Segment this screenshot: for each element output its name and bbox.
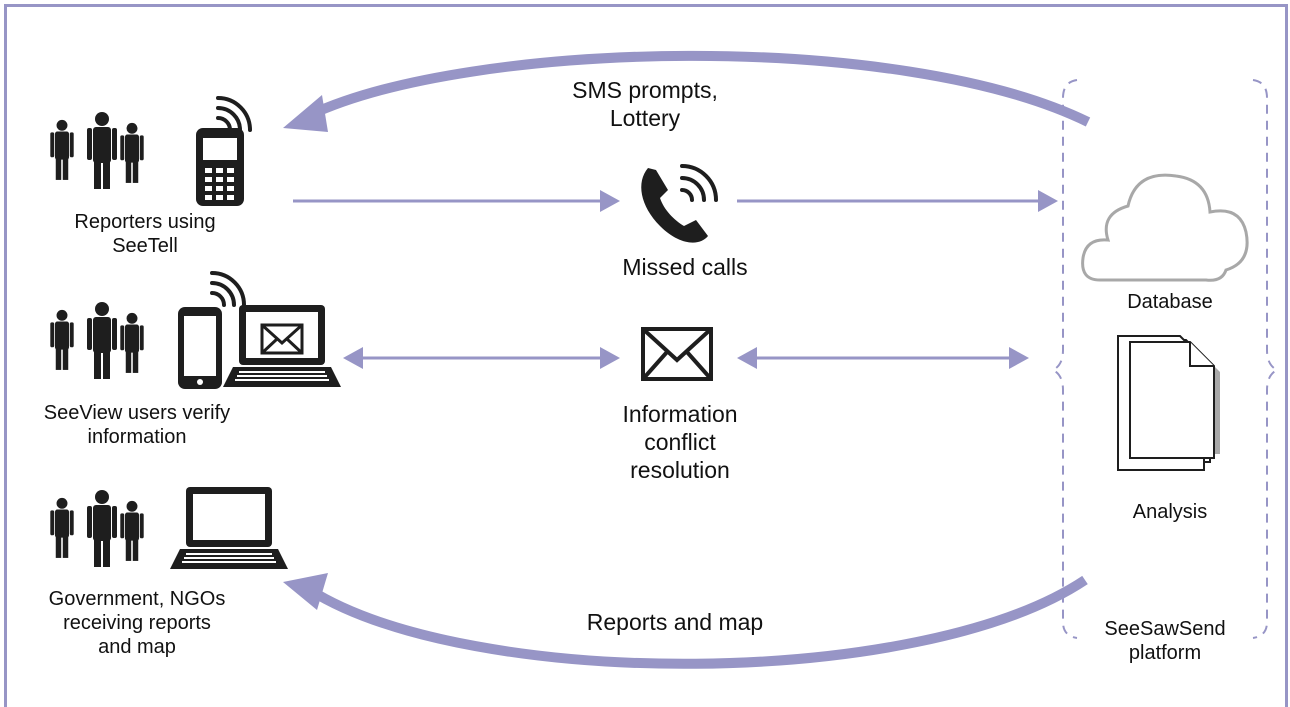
platform-name-line1: SeeSawSend (1104, 618, 1226, 640)
reporters-label: Reporters using SeeTell (40, 210, 250, 258)
information-conflict-label: Information conflict resolution (580, 400, 780, 484)
arrowhead-left-seeview (343, 347, 363, 369)
bottom-arrowhead (283, 573, 328, 610)
arrowhead-to-database (1038, 190, 1058, 212)
government-label: Government, NGOs receiving reports and m… (22, 587, 252, 659)
government-line1: Government, NGOs (48, 588, 226, 610)
cloud-icon (1081, 173, 1249, 282)
government-people-icon (50, 490, 143, 567)
mobile-phone-icon (196, 96, 252, 206)
sms-prompts-line2: Lottery (609, 105, 681, 131)
arrowhead-left-envelope (737, 347, 757, 369)
arrowhead-right-envelope (600, 347, 620, 369)
missed-calls-label: Missed calls (622, 254, 748, 280)
sms-prompts-label: SMS prompts, Lottery (540, 76, 750, 132)
database-label: Database (1127, 291, 1213, 313)
platform-brace (1050, 79, 1280, 639)
seeview-people-icon (50, 302, 143, 379)
seeview-line1: SeeView users verify (43, 402, 231, 424)
government-laptop-icon (170, 487, 288, 569)
arrowhead-right-platform (1009, 347, 1029, 369)
reports-and-map-label: Reports and map (586, 609, 764, 635)
seeview-wifi-icon (210, 271, 246, 307)
envelope-icon (641, 327, 713, 381)
seeview-label: SeeView users verify information (22, 401, 252, 449)
information-line3: resolution (630, 457, 730, 483)
information-line1: Information (622, 401, 738, 427)
phone-receiver-icon (641, 164, 718, 243)
information-line2: conflict (644, 429, 716, 455)
seeview-laptop-icon (223, 305, 341, 387)
government-line3: and map (98, 636, 176, 658)
reporters-people-icon (50, 112, 143, 189)
platform-name-line2: platform (1128, 642, 1202, 664)
government-line2: receiving reports (63, 612, 211, 634)
seeview-line2: information (87, 426, 187, 448)
sms-prompts-line1: SMS prompts, (572, 77, 718, 103)
tablet-icon (178, 307, 222, 389)
top-curved-arrow (307, 50, 1091, 127)
arrowhead-to-phone (600, 190, 620, 212)
diagram-frame (4, 4, 1288, 707)
bottom-curved-arrow (307, 575, 1088, 669)
documents-stack-icon (1117, 335, 1220, 471)
reporters-line1: Reporters using (74, 211, 216, 233)
analysis-label: Analysis (1132, 501, 1208, 523)
platform-name-label: SeeSawSend platform (1075, 617, 1255, 665)
reporters-line2: SeeTell (112, 235, 178, 257)
top-arrowhead (283, 95, 328, 132)
